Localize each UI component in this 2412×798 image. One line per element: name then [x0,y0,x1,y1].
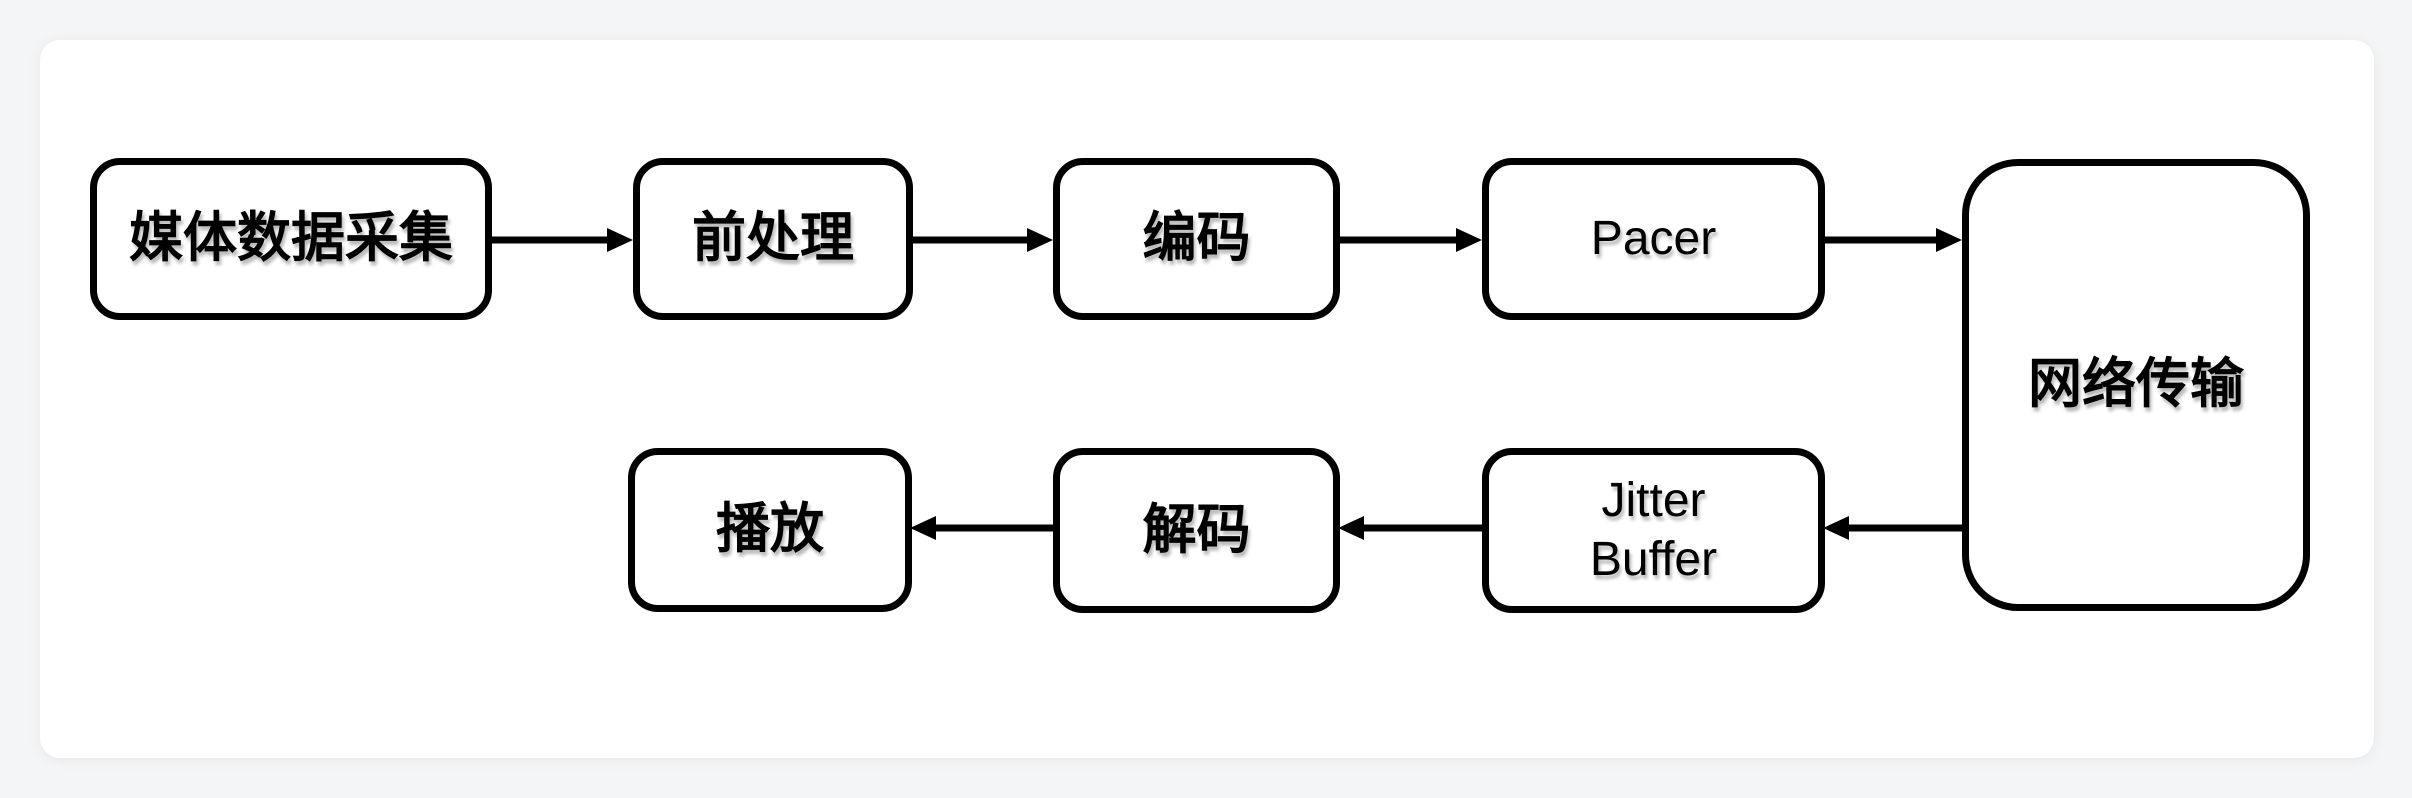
node-jitter-buffer: Jitter Buffer [1482,448,1825,613]
node-decode: 解码 [1053,448,1340,613]
arrow-preprocess-to-encode-icon [911,227,1053,253]
node-pacer: Pacer [1482,158,1825,320]
node-media-capture: 媒体数据采集 [90,158,492,320]
node-preprocess: 前处理 [633,158,913,320]
arrowhead-left-icon [910,516,936,540]
node-playback: 播放 [628,448,912,612]
arrowhead-left-icon [1823,516,1849,540]
arrow-encode-to-pacer-icon [1338,227,1482,253]
arrowhead-right-icon [1027,228,1053,252]
node-network-transport: 网络传输 [1962,159,2310,611]
arrow-shaft [932,524,1053,532]
arrow-shaft [1360,524,1482,532]
arrow-shaft [1823,236,1940,244]
node-encode: 编码 [1053,158,1340,320]
arrow-jitter-to-decode-icon [1338,515,1482,541]
arrowhead-left-icon [1338,516,1364,540]
arrow-shaft [1338,236,1460,244]
arrowhead-right-icon [1936,228,1962,252]
arrow-network-to-jitter-icon [1823,515,1962,541]
arrowhead-right-icon [1456,228,1482,252]
arrow-pacer-to-network-icon [1823,227,1962,253]
arrow-capture-to-preprocess-icon [490,227,633,253]
arrowhead-right-icon [607,228,633,252]
arrow-decode-to-playback-icon [910,515,1053,541]
arrow-shaft [911,236,1031,244]
arrow-shaft [490,236,611,244]
diagram-canvas: 媒体数据采集 前处理 编码 Pacer 网络传输 Jitter Buffer 解… [40,40,2374,758]
arrow-shaft [1845,524,1962,532]
